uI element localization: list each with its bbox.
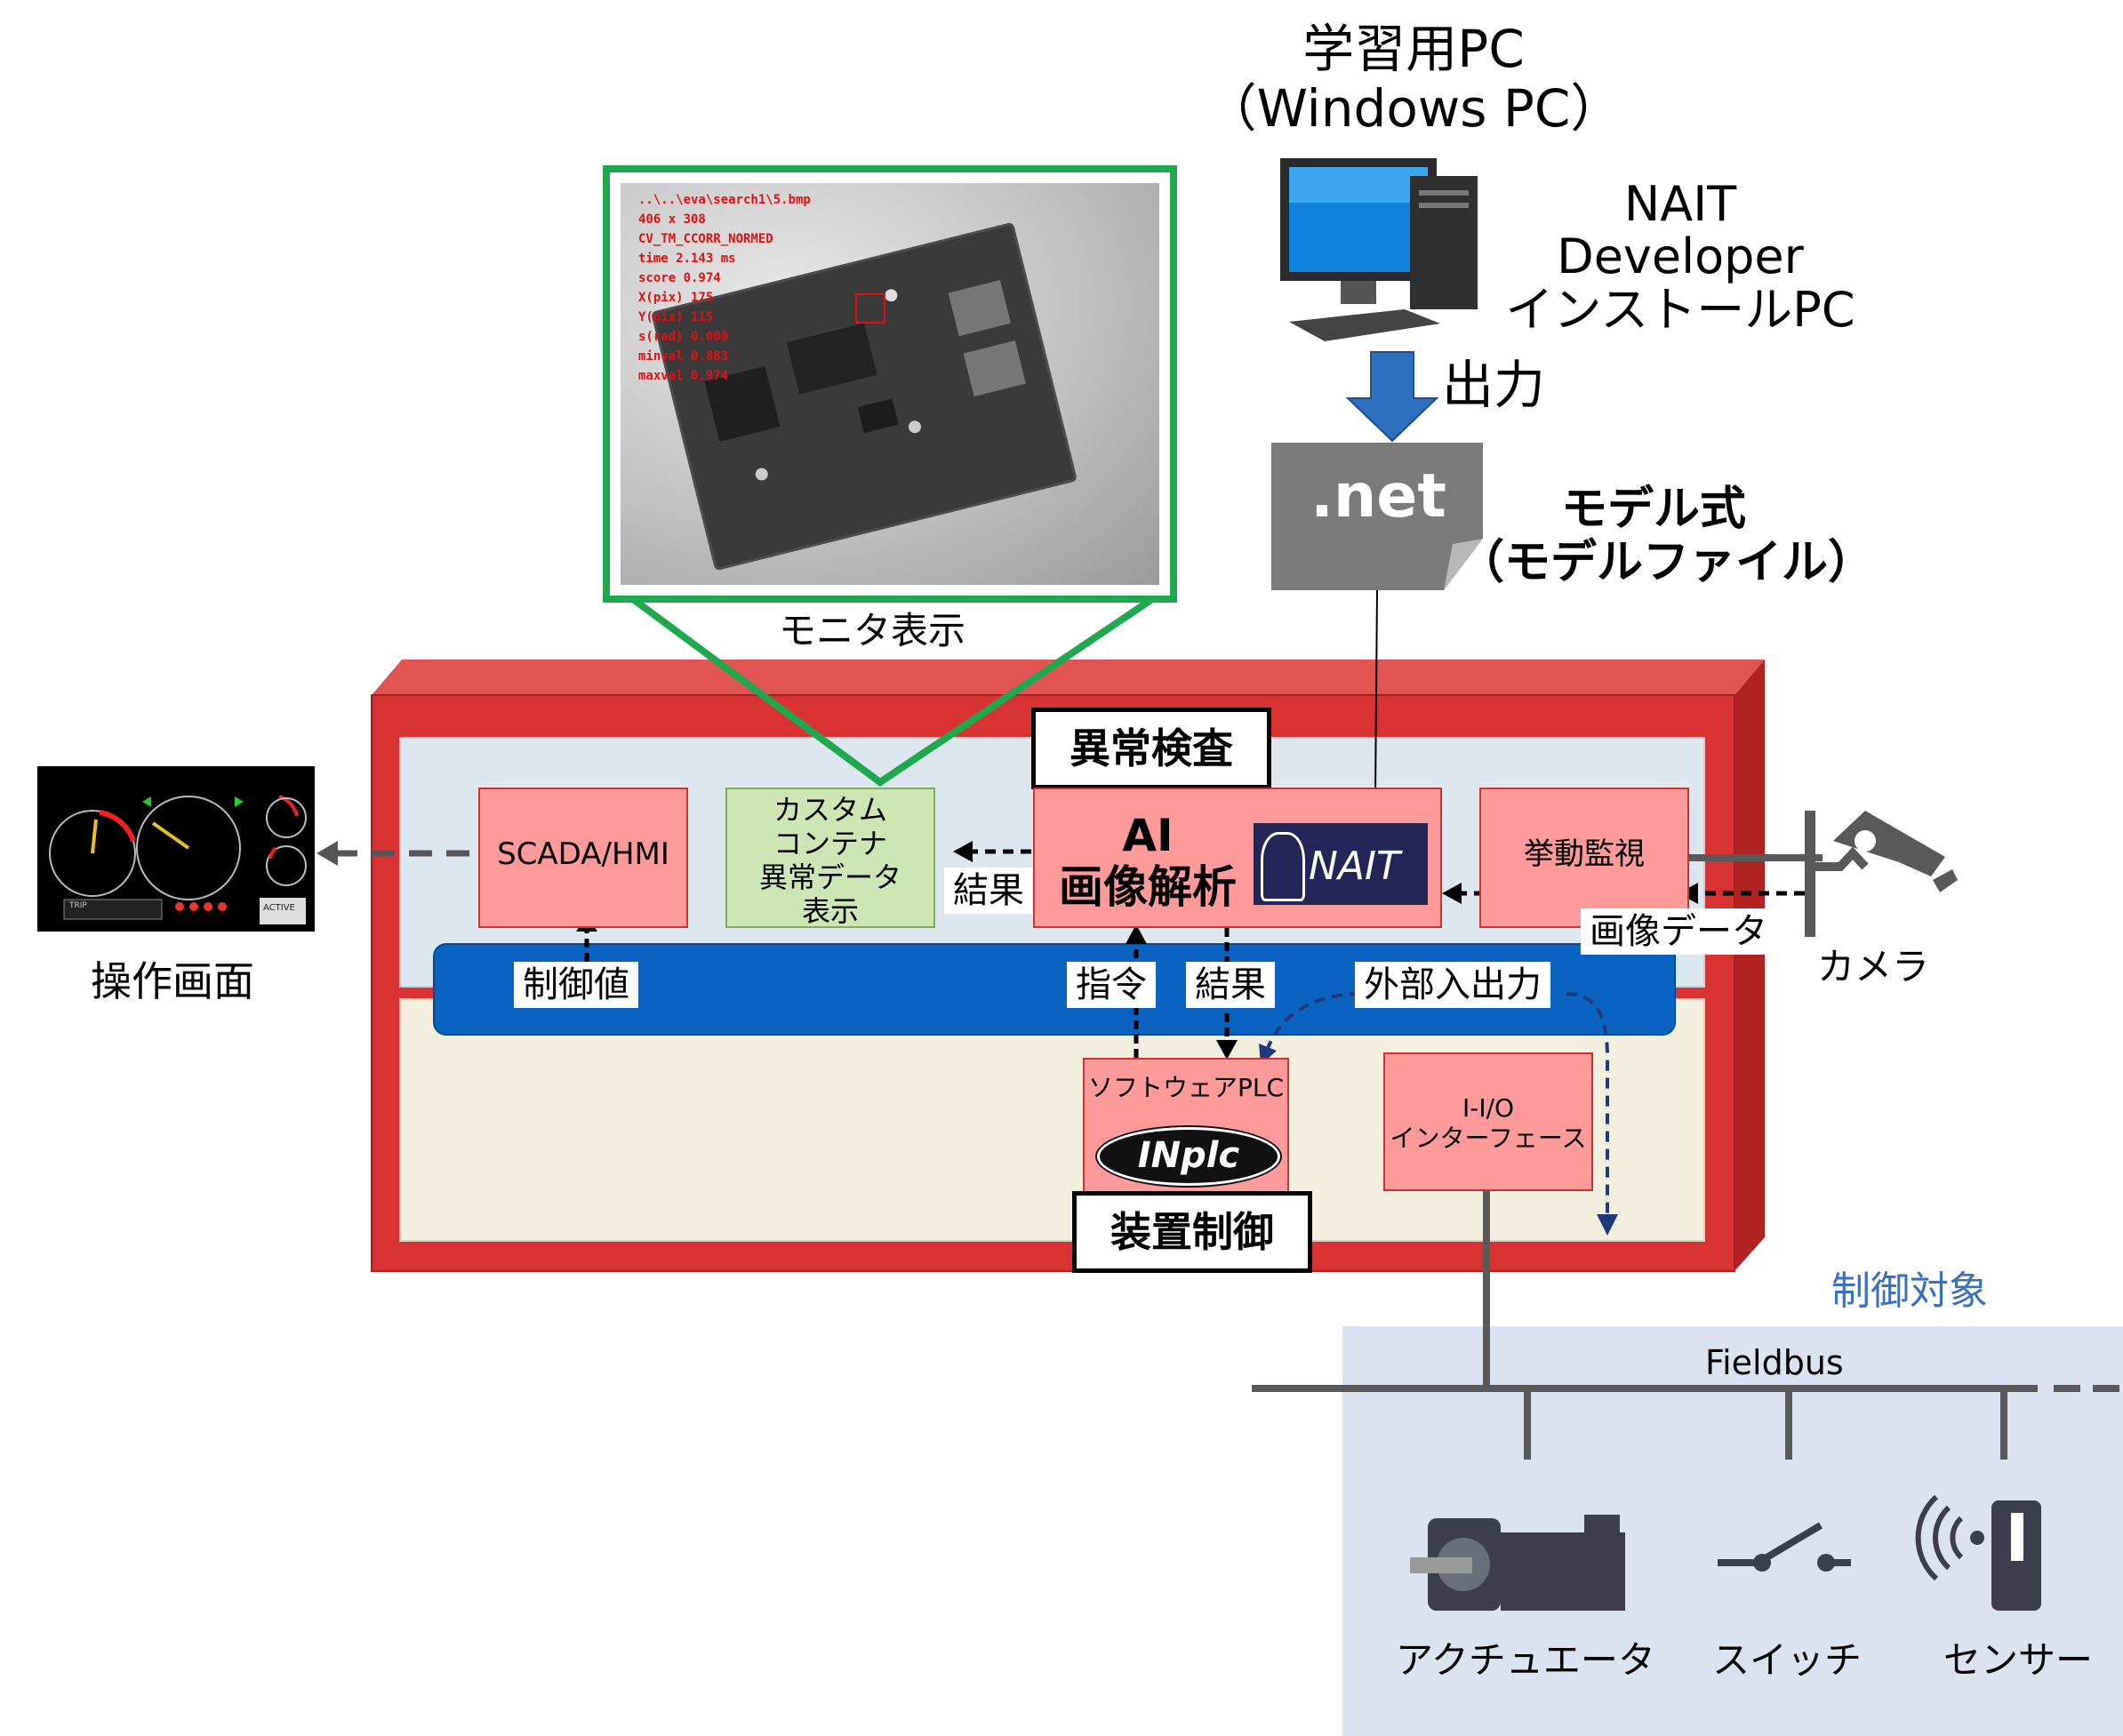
output-arrow [1345, 351, 1439, 443]
scada-hmi-box[interactable]: SCADA/HMI [478, 788, 688, 928]
ai-analysis-box[interactable]: AI 画像解析 NAIT [1033, 788, 1442, 928]
model-file-line2: （モデルファイル） [1458, 535, 1875, 589]
monitor-callout [630, 596, 1155, 787]
custom-container-box[interactable]: カスタム コンテナ 異常データ 表示 [725, 788, 935, 928]
developer-label: NAIT Developer インストールPC [1502, 176, 1858, 338]
image-data-label: 画像データ [1581, 908, 1776, 955]
dashboard-gauges-icon [49, 795, 307, 924]
camera-icon [1805, 811, 1958, 937]
frame-top-face [372, 660, 1765, 695]
developer-line3: インストールPC [1505, 281, 1855, 338]
io-interface-box[interactable]: I-I/O インターフェース [1383, 1052, 1593, 1191]
model-file-line1: モデル式 [1560, 483, 1746, 536]
model-file-label: モデル式 （モデルファイル） [1458, 483, 1875, 590]
behavior-monitor-box[interactable]: 挙動監視 [1479, 788, 1689, 928]
device-control-title: 装置制御 [1072, 1191, 1312, 1273]
net-file-label: .net [1310, 461, 1446, 532]
sensor-label: センサー [1943, 1638, 2093, 1682]
pc-title-line1: 学習用PC [1302, 19, 1525, 79]
operation-screen-label: 操作画面 [91, 957, 254, 1005]
dash-trip-text: TRIP [69, 901, 87, 910]
actuator-label: アクチュエータ [1396, 1638, 1655, 1682]
monitor-image: ..\..\eva\search1\5.bmp 406 x 308 CV_TM_… [621, 183, 1159, 585]
software-plc-box[interactable]: ソフトウェアPLC INplc [1083, 1058, 1289, 1198]
sensor-icon [1915, 1494, 2041, 1611]
control-value-label: 制御値 [514, 962, 638, 1008]
model-line [1374, 589, 1378, 797]
switch-icon [1718, 1522, 1851, 1572]
external-io-left [1265, 992, 1361, 1052]
monitor-caption: モニタ表示 [779, 609, 966, 652]
pc-icon [1280, 158, 1478, 341]
result-label-down: 結果 [1186, 962, 1275, 1008]
dash-brand-text: ACTIVE [263, 903, 295, 913]
inplc-logo: INplc [1097, 1127, 1280, 1186]
inspection-title: 異常検査 [1031, 708, 1271, 789]
command-label: 指令 [1067, 962, 1156, 1008]
developer-line1: NAIT [1623, 176, 1737, 232]
switch-label: スイッチ [1711, 1638, 1862, 1682]
behavior-monitor-label: 挙動監視 [1524, 836, 1645, 872]
match-box [855, 293, 885, 324]
control-target-title: 制御対象 [1831, 1268, 1988, 1314]
nait-logo-text: NAIT [1309, 844, 1400, 889]
ai-label: AI 画像解析 [1059, 810, 1237, 913]
pc-title-line2: （Windows PC） [1205, 77, 1622, 139]
scada-label: SCADA/HMI [497, 836, 669, 872]
pc-title: 学習用PC （Windows PC） [1200, 20, 1627, 138]
actuator-icon [1410, 1515, 1625, 1611]
net-file-icon [1271, 443, 1483, 590]
nait-logo: NAIT [1254, 823, 1428, 905]
external-io-right [1566, 992, 1609, 1220]
inplc-logo-text: INplc [1137, 1135, 1240, 1176]
custom-container-label: カスタム コンテナ 異常データ 表示 [758, 793, 901, 928]
fieldbus-label: Fieldbus [1705, 1343, 1844, 1382]
overlay-text: ..\..\eva\search1\5.bmp 406 x 308 CV_TM_… [638, 193, 811, 383]
nait-emblem-icon [1261, 832, 1305, 901]
operation-screen[interactable]: TRIP ACTIVE [37, 766, 315, 932]
io-label: I-I/O インターフェース [1390, 1093, 1587, 1153]
net-file-fold [1444, 539, 1483, 590]
plc-title: ソフトウェアPLC [1087, 1073, 1285, 1102]
output-label: 出力 [1442, 355, 1546, 415]
frame-side-face [1734, 660, 1765, 1271]
camera-label: カメラ [1817, 945, 1930, 988]
result-label-left: 結果 [944, 868, 1033, 914]
external-io-label: 外部入出力 [1355, 962, 1550, 1008]
developer-line2: Developer [1557, 228, 1804, 285]
